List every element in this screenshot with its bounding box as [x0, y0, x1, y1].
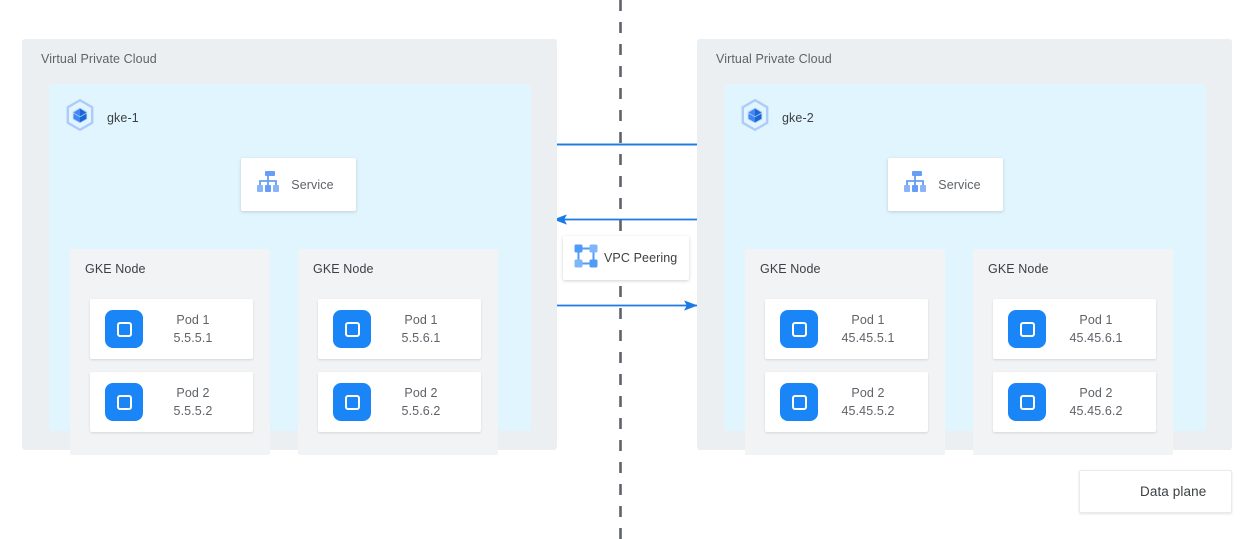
pod-name: Pod 2 [176, 385, 210, 400]
pod-name: Pod 2 [851, 385, 885, 400]
legend-label: Data plane [1140, 484, 1207, 499]
service-hierarchy-icon [255, 169, 281, 200]
pod-name: Pod 1 [176, 312, 210, 327]
pod-icon [105, 310, 143, 348]
gke-node-left-1-label: GKE Node [85, 262, 146, 276]
gke-node-left-2-label: GKE Node [313, 262, 374, 276]
pod-ip: 45.45.5.2 [841, 404, 895, 418]
pod-name: Pod 1 [1079, 312, 1113, 327]
legend-data-plane: Data plane [1079, 470, 1232, 513]
vpc-peering-icon [573, 243, 599, 274]
gke-node-right-1: GKE Node Pod 1 45.45.5.1 Pod 2 [745, 249, 945, 455]
pod-name: Pod 1 [851, 312, 885, 327]
pod-card[interactable]: Pod 2 5.5.5.2 [90, 372, 253, 432]
pod-ip: 5.5.6.1 [401, 331, 441, 345]
vpc-left: Virtual Private Cloud gke-1 [22, 39, 557, 455]
gke-node-left-2: GKE Node Pod 1 5.5.6.1 Pod 2 [298, 249, 498, 455]
pod-ip: 45.45.6.1 [1069, 331, 1123, 345]
cluster-gke-1-name: gke-1 [107, 110, 139, 125]
pod-icon [333, 383, 371, 421]
service-card-gke-1[interactable]: Service [241, 158, 356, 211]
pod-card[interactable]: Pod 2 45.45.5.2 [765, 372, 928, 432]
service-card-gke-2[interactable]: Service [888, 158, 1003, 211]
service-label-gke-1: Service [291, 177, 334, 192]
pod-card[interactable]: Pod 1 45.45.5.1 [765, 299, 928, 359]
cluster-gke-1-header: gke-1 [63, 98, 139, 137]
pod-icon [105, 383, 143, 421]
pod-icon [1008, 310, 1046, 348]
pod-name: Pod 1 [404, 312, 438, 327]
pod-ip: 5.5.5.1 [173, 331, 213, 345]
pod-icon [780, 383, 818, 421]
cluster-gke-2: gke-2 Service GKE Node [724, 84, 1206, 455]
gke-cluster-icon [63, 98, 97, 137]
pod-card[interactable]: Pod 2 45.45.6.2 [993, 372, 1156, 432]
pod-ip: 5.5.6.2 [401, 404, 441, 418]
gke-node-right-1-label: GKE Node [760, 262, 821, 276]
vpc-left-label: Virtual Private Cloud [41, 52, 157, 66]
pod-icon [333, 310, 371, 348]
vpc-peering-card[interactable]: VPC Peering [563, 236, 689, 280]
pod-ip: 45.45.5.1 [841, 331, 895, 345]
cluster-gke-1: gke-1 Service GKE Node [49, 84, 531, 455]
gke-node-right-2-label: GKE Node [988, 262, 1049, 276]
service-hierarchy-icon [902, 169, 928, 200]
vpc-right: Virtual Private Cloud gke-2 [697, 39, 1232, 455]
gke-cluster-icon [738, 98, 772, 137]
pod-card[interactable]: Pod 1 5.5.6.1 [318, 299, 481, 359]
pod-ip: 45.45.6.2 [1069, 404, 1123, 418]
pod-icon [1008, 383, 1046, 421]
gke-node-right-2: GKE Node Pod 1 45.45.6.1 Pod 2 [973, 249, 1173, 455]
pod-name: Pod 2 [1079, 385, 1113, 400]
pod-icon [780, 310, 818, 348]
cluster-gke-2-header: gke-2 [738, 98, 814, 137]
pod-card[interactable]: Pod 2 5.5.6.2 [318, 372, 481, 432]
pod-card[interactable]: Pod 1 45.45.6.1 [993, 299, 1156, 359]
vpc-right-label: Virtual Private Cloud [716, 52, 832, 66]
cluster-gke-2-name: gke-2 [782, 110, 814, 125]
vpc-peering-label: VPC Peering [604, 251, 678, 265]
service-label-gke-2: Service [938, 177, 981, 192]
pod-name: Pod 2 [404, 385, 438, 400]
pod-card[interactable]: Pod 1 5.5.5.1 [90, 299, 253, 359]
pod-ip: 5.5.5.2 [173, 404, 213, 418]
gke-node-left-1: GKE Node Pod 1 5.5.5.1 Pod 2 [70, 249, 270, 455]
